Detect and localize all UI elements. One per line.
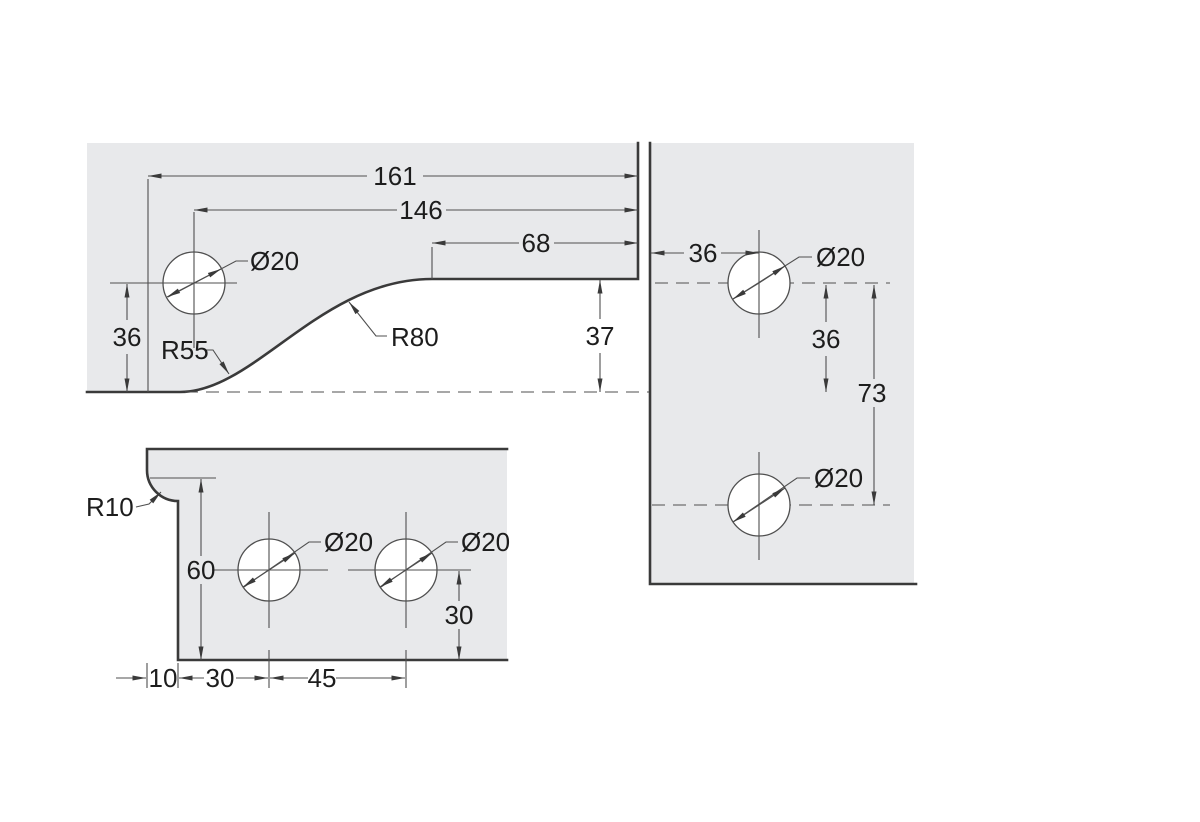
dim-text-notch: 10 — [149, 663, 178, 693]
diameter-arrow — [405, 552, 433, 571]
dim-text-overall: 161 — [373, 161, 416, 191]
hole-callout-tall-top: Ø20 — [732, 242, 865, 300]
radius-callout-r55: R55 — [161, 335, 230, 375]
dim-text-hole-height: 36 — [113, 322, 142, 352]
leader-line — [135, 491, 162, 508]
diameter-arrow — [732, 282, 760, 300]
radius-text-r55: R55 — [161, 335, 209, 365]
dim-text-pitch: 73 — [858, 378, 887, 408]
leader-line — [348, 301, 387, 337]
hole-text-tall-top: Ø20 — [816, 242, 865, 272]
radius-callout-r10: R10 — [86, 491, 162, 522]
hole-text-tall-bottom: Ø20 — [814, 463, 863, 493]
radius-text-r80: R80 — [391, 322, 439, 352]
profile-part-view: 161 146 68 36 37 R55 — [85, 141, 908, 394]
diameter-arrow — [732, 504, 760, 523]
dim-text-hole-height: 30 — [445, 600, 474, 630]
diameter-arrow — [193, 268, 222, 284]
dim-text-flat-height: 37 — [586, 321, 615, 351]
dim-inset-36: 36 — [651, 238, 759, 268]
hole-text-profile: Ø20 — [250, 246, 299, 276]
dim-pitch-73: 73 — [858, 285, 887, 505]
hole-callout-notched-right: Ø20 — [379, 527, 510, 588]
dim-chain-bottom: 10 30 45 — [116, 663, 405, 693]
dim-hole-height-36: 36 — [113, 284, 142, 392]
notched-part-outline — [145, 447, 509, 662]
dim-flat-68: 68 — [432, 228, 638, 258]
diameter-arrow — [379, 569, 407, 588]
dim-hole-to-edge-146: 146 — [194, 195, 638, 225]
leader-line — [206, 349, 230, 375]
hole-callout-tall-bottom: Ø20 — [732, 463, 863, 523]
dim-text-edge-to-hole: 30 — [206, 663, 235, 693]
hole-text-notched-left: Ø20 — [324, 527, 373, 557]
hole-text-notched-right: Ø20 — [461, 527, 510, 557]
tall-part-view: 36 36 73 Ø20 Ø20 — [648, 141, 918, 586]
radius-text-r10: R10 — [86, 492, 134, 522]
dim-text-inset: 36 — [689, 238, 718, 268]
dim-text-flat: 68 — [522, 228, 551, 258]
tall-part-body — [650, 143, 914, 584]
notched-part-view: 60 30 10 30 45 R10 Ø20 — [86, 447, 510, 693]
hole-callout-notched-left: Ø20 — [242, 527, 373, 588]
radius-callout-r80: R80 — [348, 301, 439, 352]
diameter-arrow — [268, 552, 296, 571]
dim-text-drop: 36 — [812, 324, 841, 354]
leader-line — [732, 477, 810, 523]
dim-overall-161: 161 — [148, 161, 638, 191]
dim-hole-height-30: 30 — [445, 571, 474, 660]
dim-text-pitch: 45 — [308, 663, 337, 693]
dim-text-height: 60 — [187, 555, 216, 585]
profile-part-body — [87, 143, 638, 392]
hole-callout-profile: Ø20 — [166, 246, 299, 298]
dim-flat-height-37: 37 — [586, 280, 615, 392]
dim-text-hole-to-edge: 146 — [399, 195, 442, 225]
diameter-arrow — [166, 282, 195, 298]
dim-height-60: 60 — [187, 479, 216, 660]
dim-drop-36: 36 — [812, 285, 841, 392]
diameter-arrow — [758, 487, 786, 506]
profile-part-outline — [85, 141, 640, 394]
notched-part-body — [147, 449, 507, 660]
diameter-arrow — [758, 265, 786, 284]
diameter-arrow — [242, 569, 270, 588]
tall-part-outline — [648, 141, 918, 586]
